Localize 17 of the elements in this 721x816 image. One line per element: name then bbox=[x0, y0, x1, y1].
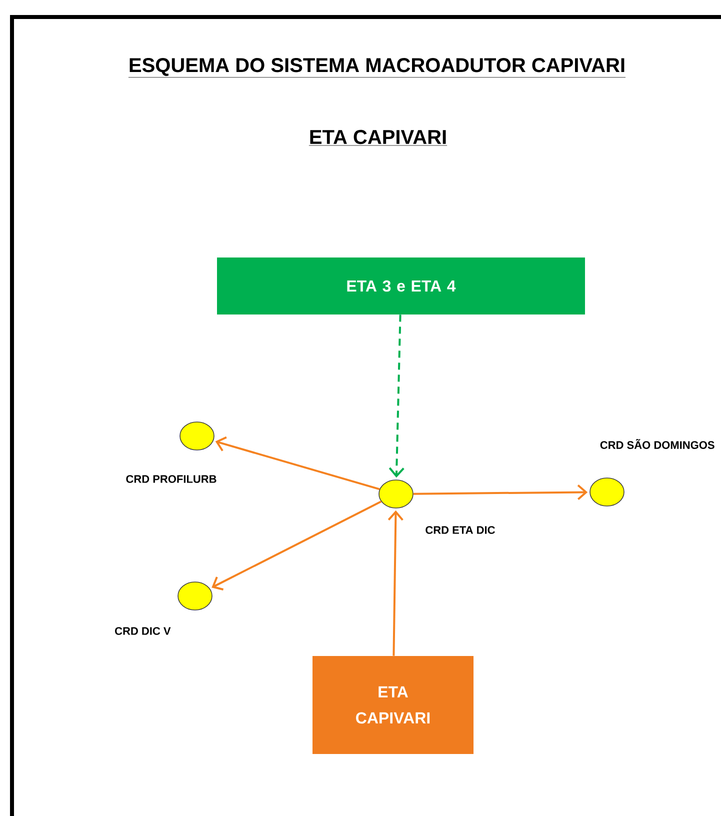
arrow bbox=[388, 510, 404, 656]
arrow bbox=[215, 436, 380, 490]
junction-circle bbox=[180, 422, 214, 450]
node-label: CRD DIC V bbox=[115, 627, 171, 635]
subtitle: ETA CAPIVARI bbox=[308, 130, 448, 146]
junction-circle bbox=[590, 478, 624, 506]
node-label: CRD ETA DIC bbox=[426, 526, 495, 534]
arrow bbox=[413, 484, 588, 500]
node-label: CRD SÃO DOMINGOS bbox=[600, 439, 714, 449]
arrow bbox=[388, 314, 404, 478]
arrow bbox=[212, 500, 382, 590]
station-box: ETA CAPIVARI bbox=[312, 656, 474, 754]
junction-circle bbox=[378, 480, 414, 508]
title: ESQUEMA DO SISTEMA MACROADUTOR CAPIVARI bbox=[128, 58, 626, 78]
junction-circle bbox=[178, 582, 212, 610]
node-label: CRD PROFILURB bbox=[126, 475, 216, 483]
station-box: ETA 3 e ETA 4 bbox=[217, 258, 585, 314]
